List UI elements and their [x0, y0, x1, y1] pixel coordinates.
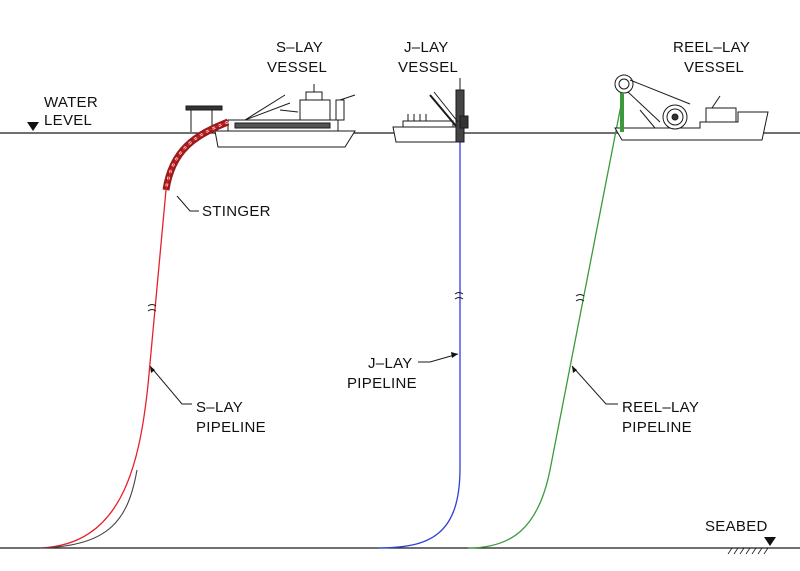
- s-lay-pipeline-label: S–LAY PIPELINE: [196, 399, 266, 436]
- j-lay-pipeline-label: J–LAY PIPELINE: [347, 355, 417, 392]
- j-lay-pipeline-leader: [418, 353, 459, 363]
- reel-lay-vessel: [614, 74, 769, 141]
- stinger: [162, 118, 230, 191]
- j-lay-pipeline: [377, 140, 461, 549]
- s-lay-pipeline-leader: [149, 365, 192, 405]
- s-lay-vessel-label: S–LAY VESSEL: [267, 39, 327, 76]
- reel-lay-pipeline: [467, 99, 623, 549]
- seabed-label: SEABED: [705, 518, 768, 535]
- j-lay-vessel: [392, 78, 469, 143]
- s-lay-leader-arrow: [150, 366, 155, 373]
- j-lay-vessel-label: J–LAY VESSEL: [398, 39, 458, 76]
- stinger-label: STINGER: [202, 203, 271, 220]
- water-marker-icon: [27, 122, 39, 131]
- s-lay-pipeline: [39, 189, 167, 549]
- s-lay-pipeline-bottom: [39, 469, 138, 549]
- seabed-hatch: [727, 547, 769, 555]
- s-lay-vessel: [185, 84, 356, 148]
- reel-lay-pipeline-leader: [571, 365, 618, 405]
- stinger-leader: [176, 195, 199, 212]
- j-lay-leader-arrow: [451, 352, 458, 358]
- water-level-label: WATER LEVEL: [44, 94, 102, 129]
- reel-lay-vessel-label: REEL–LAY VESSEL: [673, 39, 754, 76]
- seabed-marker-icon: [764, 537, 776, 546]
- reel-lay-pipeline-label: REEL–LAY PIPELINE: [622, 399, 703, 436]
- pipe-break-icon: [147, 292, 585, 312]
- reel-lay-leader-arrow: [572, 366, 577, 373]
